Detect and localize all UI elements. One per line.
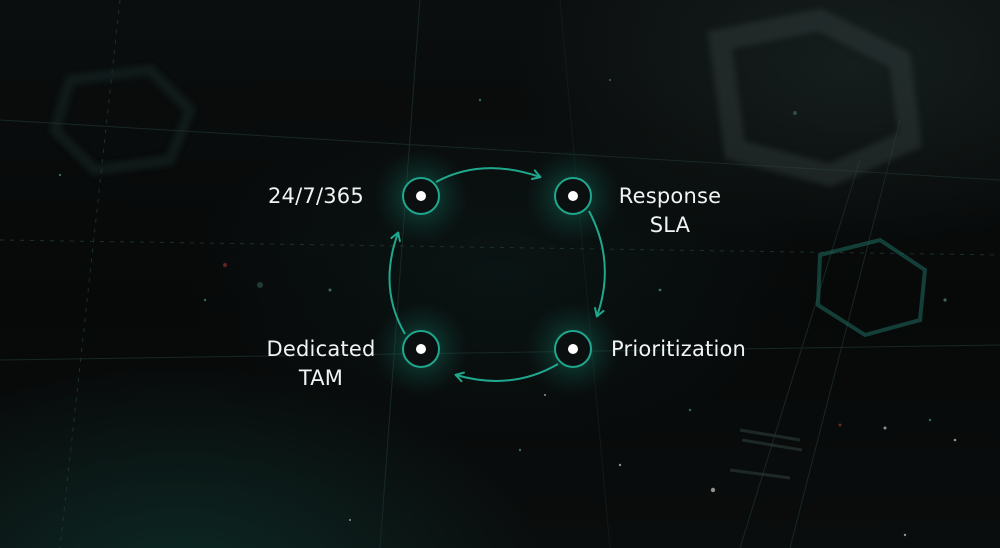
- label-line: 24/7/365: [268, 184, 364, 208]
- node-prioritization: [554, 330, 592, 368]
- label-line: Dedicated: [266, 337, 376, 361]
- node-24-7-365: [402, 177, 440, 215]
- node-dot: [416, 191, 426, 201]
- label-line: Response: [618, 184, 722, 208]
- label-line: TAM: [298, 366, 344, 390]
- label-prioritization: Prioritization: [611, 335, 746, 364]
- node-response-sla: [554, 177, 592, 215]
- label-dedicated-tam: Dedicated TAM: [259, 335, 383, 393]
- arrow-dedicated-tam-to-24-7-365: [388, 231, 406, 335]
- label-24-7-365: 24/7/365: [268, 182, 364, 211]
- label-response-sla: Response SLA: [611, 182, 729, 240]
- label-line: SLA: [649, 213, 691, 237]
- arrow-prioritization-to-dedicated-tam: [454, 363, 559, 383]
- node-dedicated-tam: [402, 330, 440, 368]
- label-line: Prioritization: [611, 337, 747, 361]
- node-dot: [568, 191, 578, 201]
- node-dot: [416, 344, 426, 354]
- arrow-response-sla-to-prioritization: [588, 210, 606, 318]
- arrow-24-7-365-to-response-sla: [435, 167, 542, 183]
- node-dot: [568, 344, 578, 354]
